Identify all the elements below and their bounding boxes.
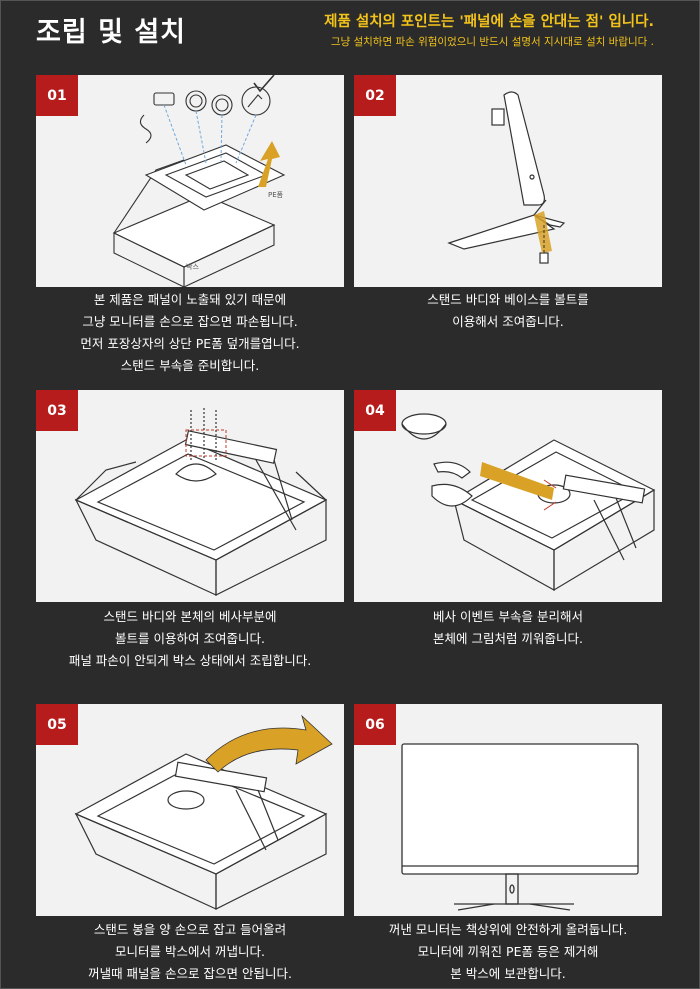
step-03-panel: 03 bbox=[36, 390, 344, 602]
step-04-caption: 베사 이벤트 부속을 분리해서 본체에 그림처럼 끼워줍니다. bbox=[354, 606, 662, 650]
caption-line: 꺼낸 모니터는 책상위에 안전하게 올려둡니다. bbox=[388, 922, 628, 937]
step-01-caption: 본 제품은 패널이 노출돼 있기 때문에 그냥 모니터를 손으로 잡으면 파손됩… bbox=[36, 289, 344, 377]
caption-line: 본 박스에 보관합니다. bbox=[450, 966, 566, 981]
step-06-caption: 꺼낸 모니터는 책상위에 안전하게 올려둡니다. 모니터에 끼워진 PE폼 등은… bbox=[354, 919, 662, 985]
caption-line: 그냥 모니터를 손으로 잡으면 파손됩니다. bbox=[82, 314, 298, 329]
caption-line: 모니터에 끼워진 PE폼 등은 제거해 bbox=[417, 944, 599, 959]
step-05-caption: 스탠드 봉을 양 손으로 잡고 들어올려 모니터를 박스에서 꺼냅니다. 꺼낼때… bbox=[36, 919, 344, 985]
caption-line: 스탠드 봉을 양 손으로 잡고 들어올려 bbox=[93, 922, 287, 937]
caption-line: 꺼낼때 패널을 손으로 잡으면 안됩니다. bbox=[88, 966, 292, 981]
vesa-cover-illustration bbox=[401, 413, 656, 592]
vesa-bolting-illustration bbox=[74, 408, 328, 596]
step-number-badge: 06 bbox=[354, 704, 396, 745]
step-02-caption: 스탠드 바디와 베이스를 볼트를 이용해서 조여줍니다. bbox=[354, 289, 662, 333]
caption-line: 스탠드 바디와 본체의 베사부분에 bbox=[103, 609, 277, 624]
caption-line: 베사 이벤트 부속을 분리해서 bbox=[433, 609, 583, 624]
step-number-badge: 01 bbox=[36, 75, 78, 116]
installation-point-note: 제품 설치의 포인트는 '패널에 손을 안대는 점' 입니다. bbox=[324, 14, 654, 30]
stand-assembly-illustration bbox=[447, 91, 566, 264]
caption-line: 패널 파손이 안되게 박스 상태에서 조립합니다. bbox=[68, 653, 312, 668]
box-label: 박스 bbox=[186, 262, 199, 271]
step-number-badge: 03 bbox=[36, 390, 78, 431]
step-number-badge: 05 bbox=[36, 704, 78, 745]
caption-line: 본 제품은 패널이 노출돼 있기 때문에 bbox=[93, 292, 287, 307]
page-title: 조립 및 설치 bbox=[36, 17, 186, 48]
caption-line: 볼트를 이용하여 조여줍니다. bbox=[115, 631, 265, 646]
caption-line: 모니터를 박스에서 꺼냅니다. bbox=[115, 944, 265, 959]
step-06-panel: 06 bbox=[354, 704, 662, 916]
caption-line: 본체에 그림처럼 끼워줍니다. bbox=[433, 631, 583, 646]
step-05-panel: 05 bbox=[36, 704, 344, 916]
caption-line: 스탠드 바디와 베이스를 볼트를 bbox=[427, 292, 589, 307]
step-01-panel: PE폼 박스 01 bbox=[36, 75, 344, 287]
step-number-badge: 04 bbox=[354, 390, 396, 431]
step-04-panel: 04 bbox=[354, 390, 662, 602]
lift-monitor-illustration bbox=[74, 714, 333, 910]
finished-monitor-illustration bbox=[401, 743, 639, 911]
step-number-badge: 02 bbox=[354, 75, 396, 116]
caption-line: 이용해서 조여줍니다. bbox=[452, 314, 564, 329]
caption-line: 먼저 포장상자의 상단 PE폼 덮개를엽니다. bbox=[80, 336, 300, 351]
unboxing-illustration: PE폼 박스 bbox=[112, 75, 286, 287]
installation-warning-note: 그냥 설치하면 파손 위험이었으니 반드시 설명서 지시대로 설치 바랍니다 . bbox=[330, 36, 654, 48]
caption-line: 스탠드 부속을 준비합니다. bbox=[120, 358, 260, 373]
step-02-panel: 02 bbox=[354, 75, 662, 287]
pe-foam-label: PE폼 bbox=[268, 191, 284, 199]
step-03-caption: 스탠드 바디와 본체의 베사부분에 볼트를 이용하여 조여줍니다. 패널 파손이… bbox=[36, 606, 344, 672]
